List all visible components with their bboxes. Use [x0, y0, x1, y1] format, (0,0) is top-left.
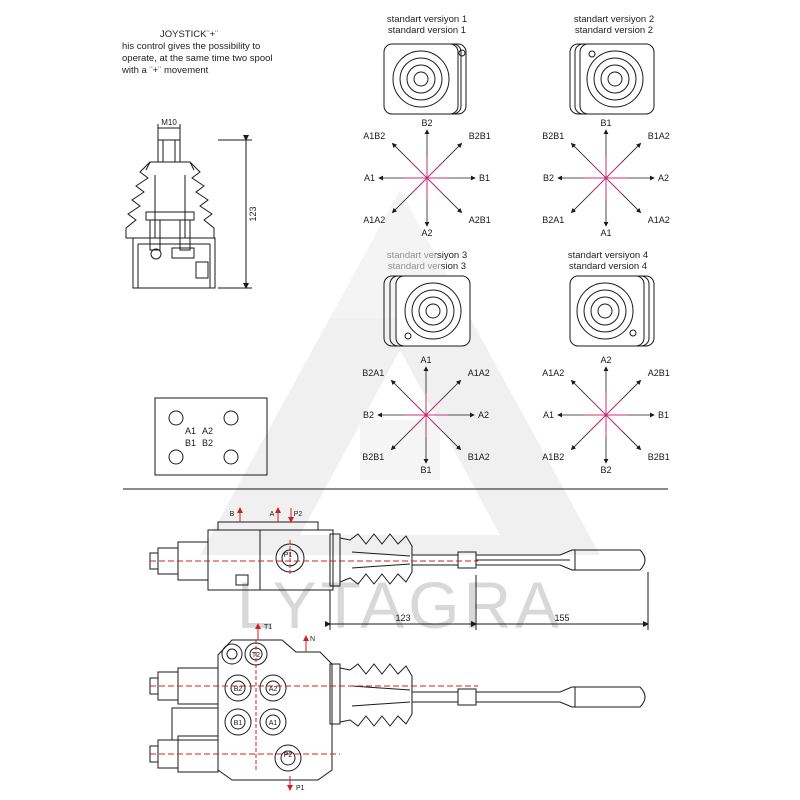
version-2-axis-ne [605, 161, 623, 179]
watermark-text: LYTAGRA [237, 568, 563, 642]
version-1-axis-se [426, 177, 444, 195]
top-port-b2: B2 [234, 686, 243, 693]
version-4-label-sw: A1B2 [542, 452, 564, 462]
version-2-line1: standart versiyon 2 [573, 14, 655, 25]
version-2-label-ne: B1A2 [648, 131, 670, 141]
version-2-label-nw: B2B1 [542, 131, 564, 141]
version-4-label-nw: A1A2 [542, 368, 564, 378]
top-port-t1: T1 [264, 624, 272, 631]
top-port-p2: P2 [284, 752, 293, 759]
version-4-axis-sw [589, 414, 607, 432]
version-4-heading: standart versiyon 4 standard version 4 [543, 250, 673, 272]
version-1-icon [383, 43, 467, 115]
version-1-label-s: A2 [421, 228, 432, 238]
direction-stars: B2B2B1B1A2B1A2A1A2A1A1B2B1B1A2A2A1A2A1B2… [362, 118, 670, 475]
dim-155-label: 155 [554, 613, 569, 623]
side-port-p2: P2 [294, 511, 303, 518]
top-port-a2: A2 [269, 686, 278, 693]
version-3-label-e: A2 [478, 410, 489, 420]
version-1-label-e: B1 [479, 173, 490, 183]
version-2-label-sw: B2A1 [542, 215, 564, 225]
version-2-label-se: A1A2 [648, 215, 670, 225]
height-123-label: 123 [248, 206, 258, 221]
side-port-b: B [230, 511, 235, 518]
version-2-axis-sw [589, 177, 607, 195]
version-4-label-e: B1 [658, 410, 669, 420]
valve-top-port-arrows [150, 623, 478, 791]
version-3-axis-sw [409, 414, 427, 432]
plate-label-a1: A1 [185, 426, 196, 436]
valve-top-view [149, 639, 646, 781]
version-2-label-n: B1 [600, 118, 611, 128]
version-2-icon [569, 43, 655, 115]
valve-side-port-arrows [150, 507, 478, 576]
version-4-label-n: A2 [600, 355, 611, 365]
intro-line-2: operate, at the same time two spool [122, 53, 273, 64]
version-4-label-w: A1 [543, 410, 554, 420]
version-1-label-ne: B2B1 [469, 131, 491, 141]
version-1-axis-nw [410, 161, 428, 179]
version-2-label-w: B2 [543, 173, 554, 183]
version-3-label-sw: B2B1 [362, 452, 384, 462]
version-2-line2: standard version 2 [574, 25, 654, 36]
version-4-label-s: B2 [600, 465, 611, 475]
version-4-axis-ne [605, 398, 623, 416]
intro-line-1: his control gives the possibility to [122, 41, 261, 52]
version-3-axis-nw [409, 398, 427, 416]
version-1-heading: standart versiyon 1 standard version 1 [362, 14, 492, 36]
version-1-axis-ne [426, 161, 444, 179]
base-plate [154, 397, 268, 476]
version-3-label-ne: A1A2 [468, 368, 490, 378]
intro-line-3: with a ¨+¨ movement [122, 65, 209, 76]
plate-label-b2: B2 [202, 438, 213, 448]
version-1-label-se: A2B1 [469, 215, 491, 225]
version-2-axis-se [605, 177, 623, 195]
side-port-p1: P1 [284, 552, 293, 559]
top-port-b1: B1 [234, 720, 243, 727]
intro-title: JOYSTICK¨+¨ [160, 29, 219, 40]
version-3-label-n: A1 [420, 355, 431, 365]
version-4-axis-se [605, 414, 623, 432]
top-port-a1: A1 [269, 720, 278, 727]
version-3-icon [383, 275, 471, 347]
version-4-line2: standard version 4 [568, 261, 648, 272]
joystick-side-view [125, 124, 252, 289]
plate-label-b1: B1 [185, 438, 196, 448]
plate-label-a2: A2 [202, 426, 213, 436]
version-2-axis-nw [589, 161, 607, 179]
version-2-label-s: A1 [600, 228, 611, 238]
version-2-label-e: A2 [658, 173, 669, 183]
version-2-heading: standart versiyon 2 standard version 2 [549, 14, 679, 36]
watermark-logo [200, 190, 600, 555]
version-1-label-sw: A1A2 [363, 215, 385, 225]
version-1-axis-sw [410, 177, 428, 195]
version-3-label-s: B1 [420, 465, 431, 475]
version-3-label-nw: B2A1 [362, 368, 384, 378]
side-port-a: A [270, 511, 275, 518]
version-1-line2: standard version 1 [387, 25, 467, 36]
version-1-label-nw: A1B2 [363, 131, 385, 141]
version-4-icon [569, 275, 655, 347]
dim-123-label: 123 [395, 613, 410, 623]
version-3-label-w: B2 [363, 410, 374, 420]
version-4-label-ne: A2B1 [648, 368, 670, 378]
version-1-line1: standart versiyon 1 [386, 14, 468, 25]
version-4-line1: standart versiyon 4 [567, 250, 649, 261]
top-port-n: N [310, 636, 315, 643]
top-port-p1: P1 [296, 785, 305, 792]
m10-label: M10 [161, 118, 177, 127]
version-1-label-w: A1 [364, 173, 375, 183]
version-3-label-se: B1A2 [468, 452, 490, 462]
top-port-t2: T2 [252, 652, 260, 659]
version-3-axis-se [425, 414, 443, 432]
version-4-label-se: B2B1 [648, 452, 670, 462]
version-4-axis-nw [589, 398, 607, 416]
version-1-label-n: B2 [421, 118, 432, 128]
version-3-axis-ne [425, 398, 443, 416]
